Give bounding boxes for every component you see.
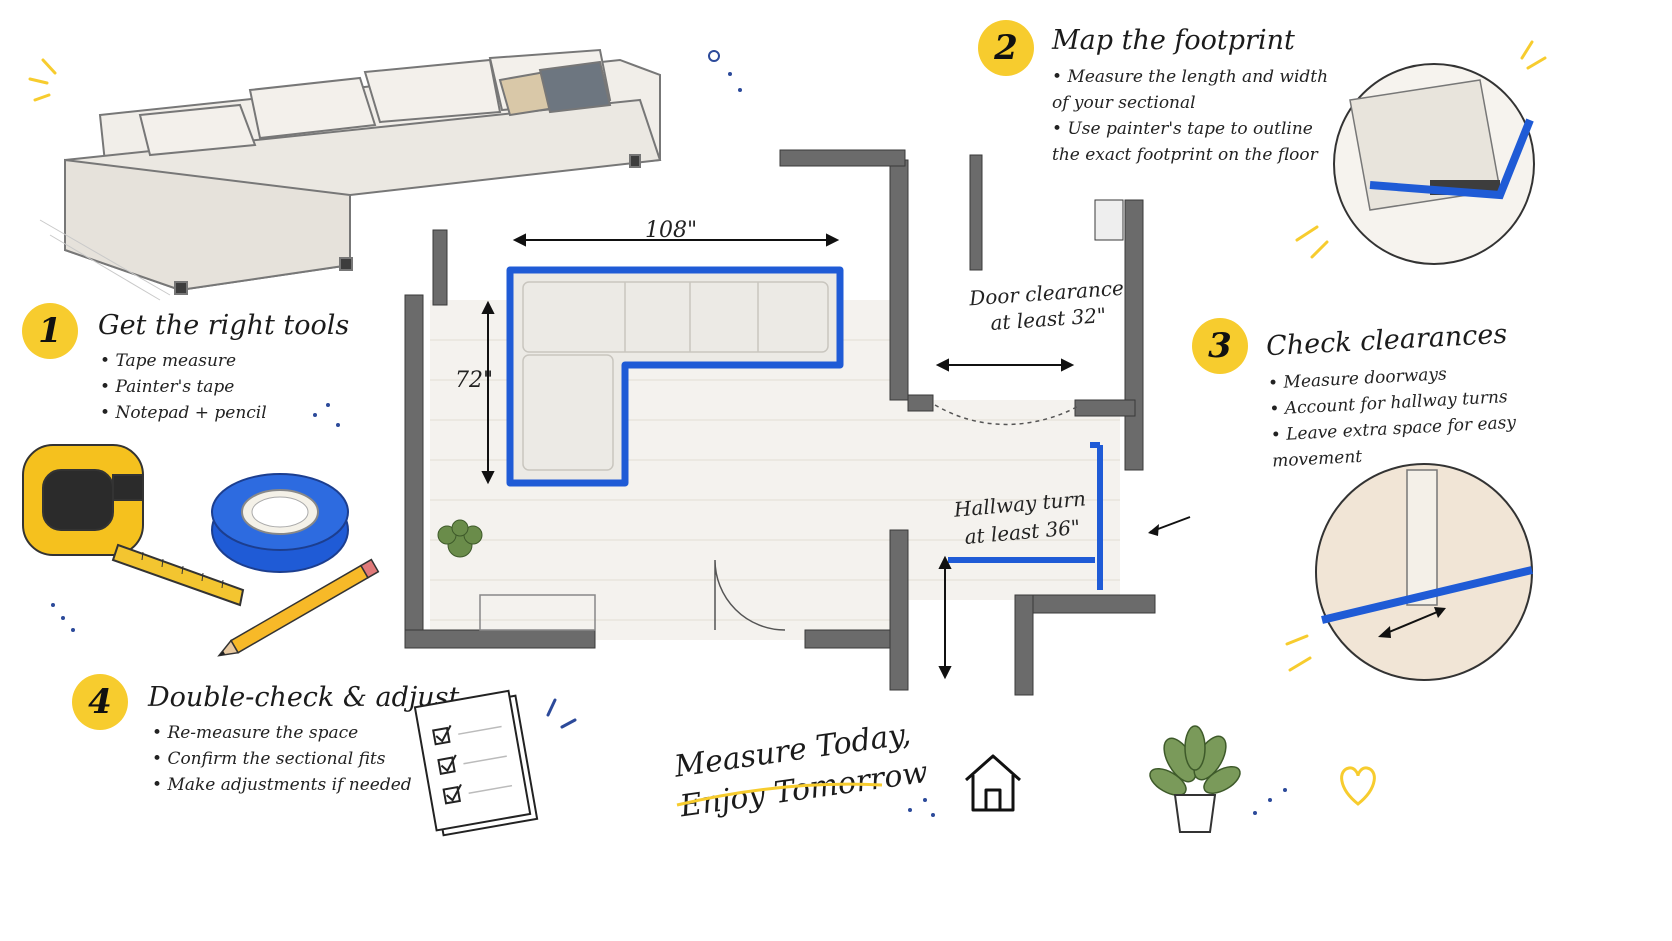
decor-dots [708, 50, 742, 92]
width-dimension-label: 108" [645, 218, 698, 243]
floor-plan [404, 149, 1156, 696]
step-4-item: Make adjustments if needed [152, 772, 412, 798]
house-icon [965, 754, 1021, 812]
tagline: Measure Today, Enjoy Tomorrow [672, 713, 930, 827]
step-1-item: Painter's tape [100, 374, 330, 400]
step-1-title: Get the right tools [98, 310, 350, 341]
decor-dots [908, 798, 935, 817]
sparkle-lines [1520, 40, 1547, 70]
step-3-list: Measure doorways Account for hallway tur… [1267, 358, 1522, 475]
sparkle-lines [28, 58, 57, 102]
checklist-icon [413, 689, 539, 837]
step-4-item: Confirm the sectional fits [152, 746, 412, 772]
step-4-number: 4 [72, 674, 128, 730]
step-2-number: 2 [978, 20, 1034, 76]
walls [404, 149, 1156, 696]
depth-dimension-label: 72" [455, 368, 494, 393]
potted-plant-icon [1149, 725, 1241, 833]
decor-dots [51, 603, 75, 632]
arrow-icon [1148, 516, 1191, 536]
step-1-number: 1 [22, 303, 78, 359]
decor-dots [313, 403, 340, 427]
step-1-item: Tape measure [100, 348, 330, 374]
heart-icon [1340, 766, 1376, 806]
step-2-item: Measure the length and width of your sec… [1052, 64, 1332, 116]
sectional-sofa-illustration [39, 48, 662, 301]
step-3-number: 3 [1192, 318, 1248, 374]
tagline-underline [676, 782, 883, 807]
step-2-item: Use painter's tape to outline the exact … [1052, 116, 1332, 168]
sparkle-lines [546, 698, 577, 729]
step-2-list: Measure the length and width of your sec… [1052, 64, 1332, 168]
door-clearance-label: Door clearance at least 32" [968, 275, 1126, 338]
sparkle-lines [1295, 225, 1329, 259]
doorway-detail [1315, 463, 1533, 681]
tape-corner-detail [1333, 63, 1535, 265]
step-3-title: Check clearances [1265, 318, 1508, 363]
pencil-icon [217, 558, 380, 657]
hallway-clearance-label: Hallway turn at least 36" [953, 484, 1090, 551]
step-1-list: Tape measure Painter's tape Notepad + pe… [100, 348, 330, 426]
plant-icon [437, 519, 483, 558]
step-4-title: Double-check & adjust [148, 682, 460, 713]
step-4-item: Re-measure the space [152, 720, 412, 746]
sparkle-lines [1285, 634, 1312, 672]
step-1-item: Notepad + pencil [100, 400, 330, 426]
decor-dots [1253, 788, 1287, 815]
tape-measure-icon [22, 444, 245, 607]
step-4-list: Re-measure the space Confirm the section… [152, 720, 412, 798]
painters-tape-icon [211, 473, 349, 573]
step-2-title: Map the footprint [1052, 25, 1295, 56]
